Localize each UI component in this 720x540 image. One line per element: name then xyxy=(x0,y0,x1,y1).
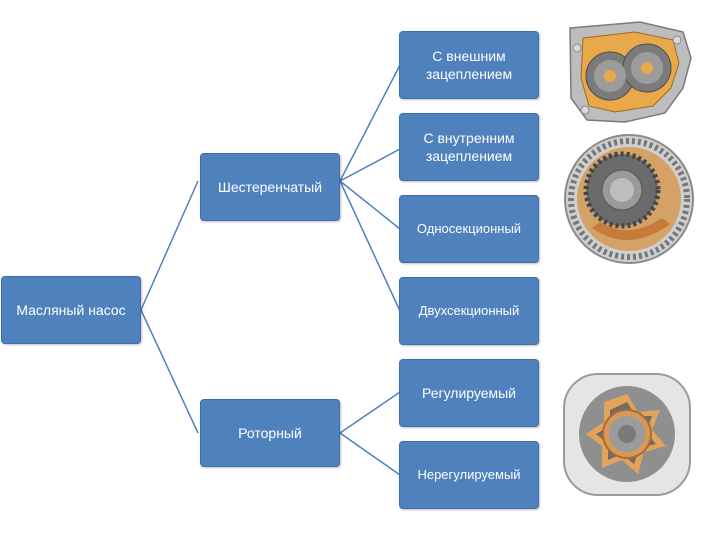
root-node: Масляный насос xyxy=(1,276,141,344)
external-gear-pump-icon xyxy=(569,21,692,123)
rotor-pump-node: Роторный xyxy=(200,399,340,467)
non-adjustable-node: Нерегулируемый xyxy=(399,441,539,509)
rotor-pump-icon xyxy=(563,373,691,496)
internal-gear-pump-icon xyxy=(564,134,694,264)
single-section-node: Односекционный xyxy=(399,195,539,263)
adjustable-node: Регулируемый xyxy=(399,359,539,427)
gear-pump-node: Шестеренчатый xyxy=(200,153,340,221)
external-gear-node: С внешним зацеплением xyxy=(399,31,539,99)
dual-section-node: Двухсекционный xyxy=(399,277,539,345)
internal-gear-node: С внутренним зацеплением xyxy=(399,113,539,181)
